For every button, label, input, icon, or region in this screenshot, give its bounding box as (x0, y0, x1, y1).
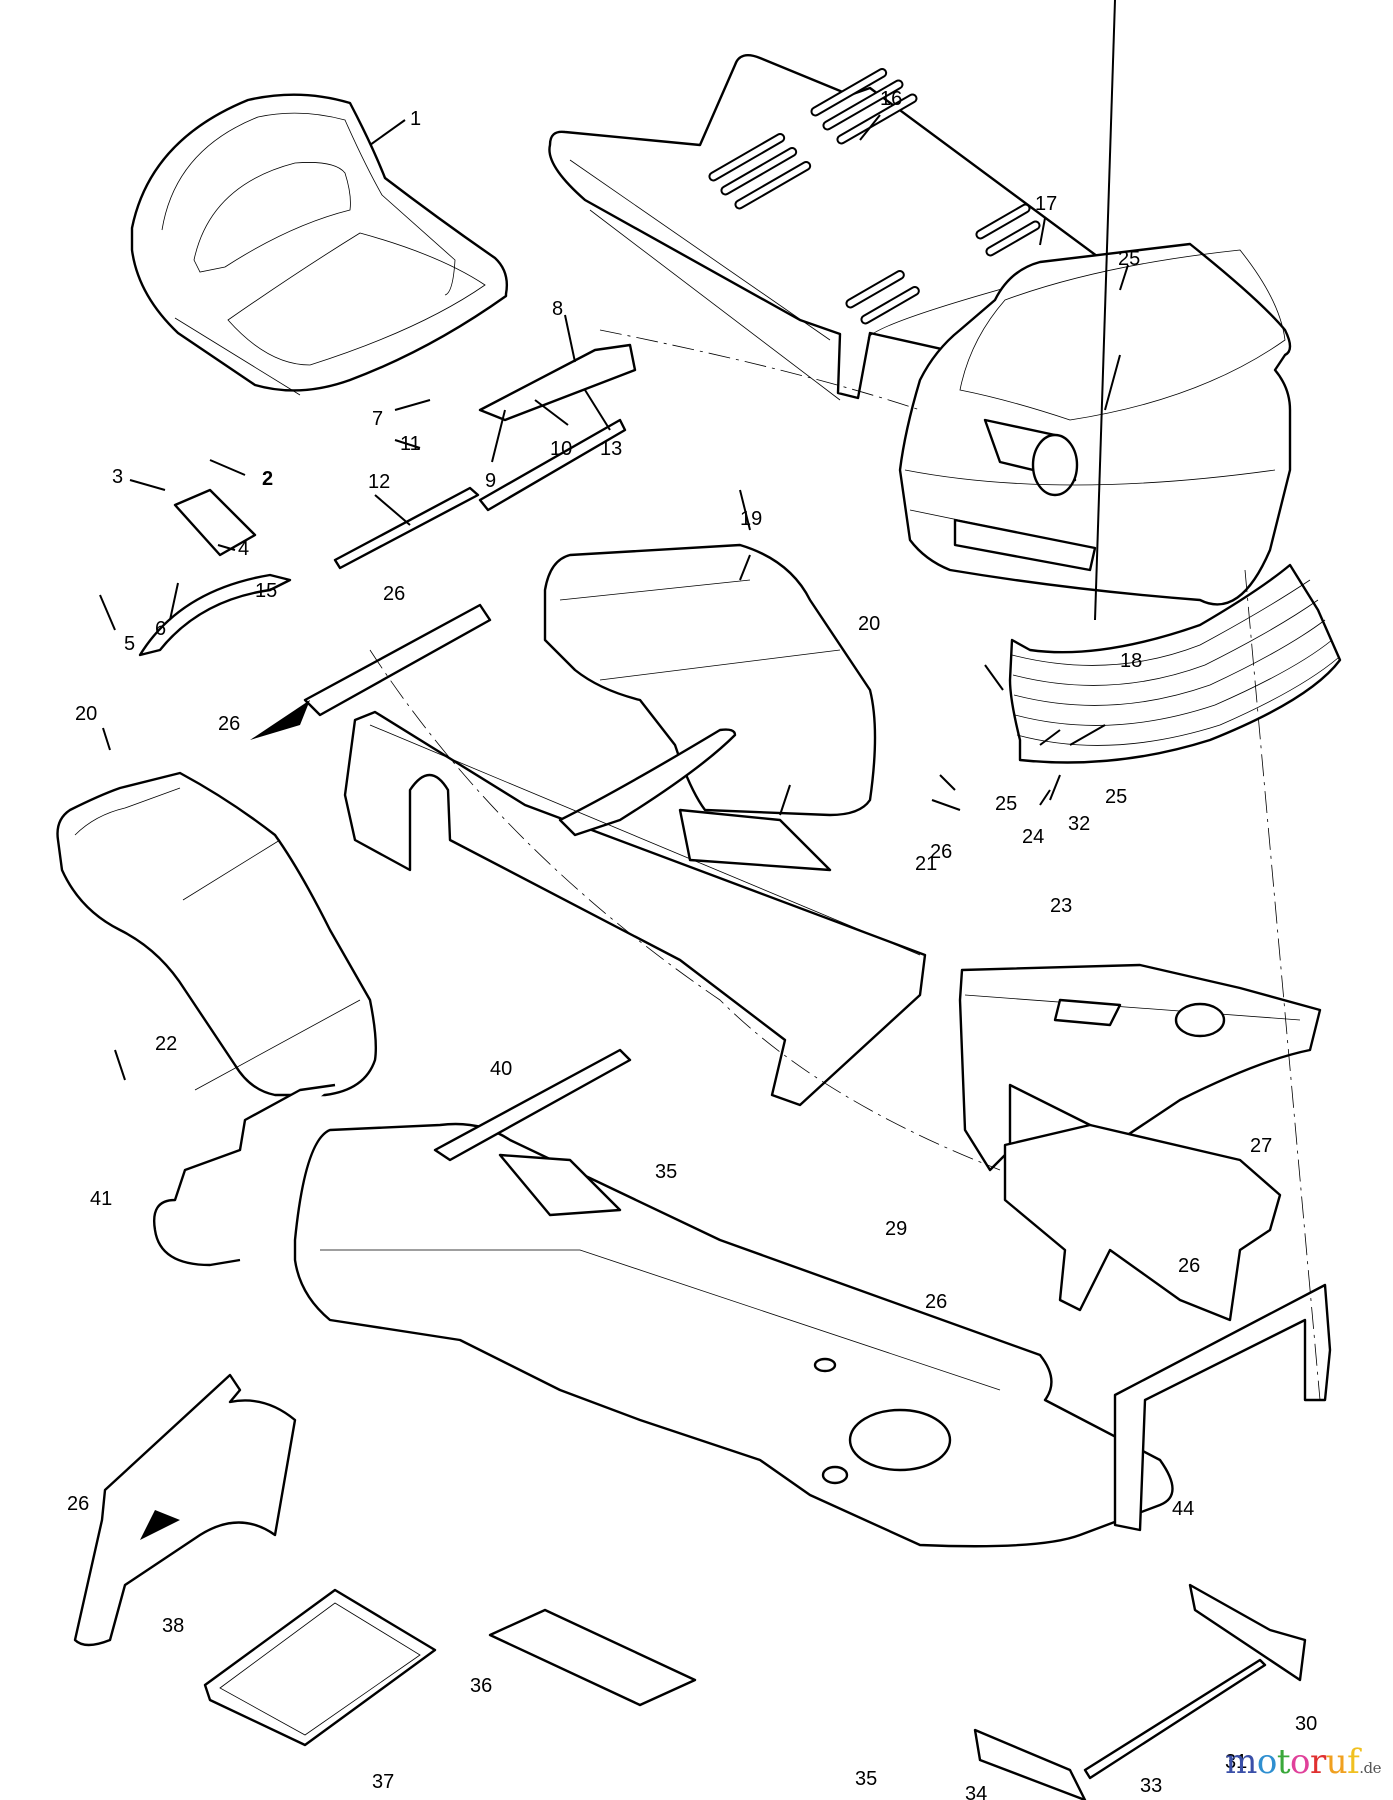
watermark-letter: u (1325, 1742, 1348, 1782)
callout-21[interactable]: 21 (915, 853, 937, 875)
bracket-left-part[interactable] (973, 1728, 1087, 1800)
callout-36[interactable]: 36 (470, 1675, 492, 1697)
rod-part[interactable] (1083, 1658, 1267, 1780)
hood-front-part[interactable] (898, 242, 1292, 606)
watermark-letter: f (1347, 1742, 1360, 1782)
hood-support-bracket-part[interactable] (303, 603, 492, 717)
hinge-rod-part[interactable] (333, 486, 480, 570)
callout-26-a[interactable]: 26 (383, 583, 405, 605)
callout-8[interactable]: 8 (552, 298, 563, 320)
callout-26-d[interactable]: 26 (1178, 1255, 1200, 1277)
callout-25-top[interactable]: 25 (1118, 248, 1140, 270)
fender-right-part[interactable] (543, 543, 877, 817)
wire-guide-part[interactable] (153, 1083, 336, 1267)
seat-part[interactable] (130, 93, 509, 396)
callout-41[interactable]: 41 (90, 1188, 112, 1210)
callout-labels: 1 2 3 4 5 6 7 8 9 10 11 12 13 15 16 17 1… (67, 88, 1317, 1800)
battery-tray-part[interactable] (203, 1588, 437, 1747)
callout-37[interactable]: 37 (372, 1771, 394, 1793)
watermark-suffix: .de (1359, 1759, 1381, 1777)
hood-brace-part[interactable] (1113, 1283, 1332, 1532)
watermark-letter: o (1290, 1742, 1310, 1782)
callout-30[interactable]: 30 (1295, 1713, 1317, 1735)
callout-26-f[interactable]: 26 (67, 1493, 89, 1515)
seat-plate-part[interactable] (173, 488, 257, 557)
callout-12[interactable]: 12 (368, 471, 390, 493)
callout-26-c[interactable]: 26 (930, 841, 952, 863)
seat-bracket-part[interactable] (138, 573, 292, 657)
callout-1[interactable]: 1 (410, 108, 421, 130)
callout-33[interactable]: 33 (1140, 1775, 1162, 1797)
watermark-logo: motoruf.de (1225, 1742, 1381, 1782)
direction-arrow-icon (140, 1510, 180, 1540)
callout-18[interactable]: 18 (1120, 650, 1142, 672)
callout-11[interactable]: 11 (400, 433, 421, 455)
callout-38[interactable]: 38 (162, 1615, 184, 1637)
callout-26-e[interactable]: 26 (925, 1291, 947, 1313)
foot-pad-part[interactable] (488, 1608, 697, 1707)
watermark-letter: m (1225, 1742, 1257, 1782)
watermark-letter: r (1309, 1742, 1326, 1782)
callout-25-right[interactable]: 25 (1105, 786, 1127, 808)
callout-17[interactable]: 17 (1035, 193, 1057, 215)
chute-deflector-part[interactable] (73, 1373, 297, 1647)
callout-4[interactable]: 4 (238, 538, 249, 560)
callout-19[interactable]: 19 (740, 508, 762, 530)
callout-20-right[interactable]: 20 (858, 613, 880, 635)
grille-part[interactable] (1008, 563, 1342, 764)
callout-20-left[interactable]: 20 (75, 703, 97, 725)
frame-panel-part[interactable] (343, 710, 927, 1107)
callout-35-bottom[interactable]: 35 (855, 1768, 877, 1790)
direction-arrow-icon (250, 700, 310, 740)
callout-35-top[interactable]: 35 (655, 1161, 677, 1183)
callout-27[interactable]: 27 (1250, 1135, 1272, 1157)
dash-support-part[interactable] (1003, 1123, 1282, 1322)
callout-10[interactable]: 10 (550, 438, 572, 460)
callout-40[interactable]: 40 (490, 1058, 512, 1080)
callout-22[interactable]: 22 (155, 1033, 177, 1055)
hinge-bracket-part[interactable] (478, 343, 637, 422)
callout-29[interactable]: 29 (885, 1218, 907, 1240)
callout-2[interactable]: 2 (262, 468, 273, 490)
callout-32[interactable]: 32 (1068, 813, 1090, 835)
callout-5[interactable]: 5 (124, 633, 135, 655)
watermark-letter: o (1256, 1742, 1277, 1782)
callout-13[interactable]: 13 (600, 438, 622, 460)
seat-rail-part[interactable] (433, 1048, 632, 1162)
callout-34[interactable]: 34 (965, 1783, 987, 1800)
body-pan-part[interactable] (293, 1122, 1174, 1548)
callout-6[interactable]: 6 (155, 618, 166, 640)
hinge-tube-part[interactable] (478, 418, 627, 512)
callout-23[interactable]: 23 (1050, 895, 1072, 917)
vent-slots (708, 67, 1041, 325)
callout-25-mid[interactable]: 25 (995, 793, 1017, 815)
callout-16[interactable]: 16 (880, 88, 902, 110)
fender-left-part[interactable] (56, 771, 378, 1097)
callout-7[interactable]: 7 (372, 408, 383, 430)
bracket-right-part[interactable] (1188, 1583, 1307, 1682)
watermark-letter: t (1276, 1742, 1291, 1782)
leader-lines (99, 0, 1129, 1081)
callout-44[interactable]: 44 (1172, 1498, 1194, 1520)
callout-31[interactable]: 31 (1225, 1751, 1247, 1773)
callout-26-b[interactable]: 26 (218, 713, 240, 735)
callout-9[interactable]: 9 (485, 470, 496, 492)
hood-top-part[interactable] (548, 54, 1110, 401)
callout-24[interactable]: 24 (1022, 826, 1044, 848)
callout-15[interactable]: 15 (255, 580, 277, 602)
dash-panel-part[interactable] (958, 963, 1322, 1172)
callout-3[interactable]: 3 (112, 466, 123, 488)
